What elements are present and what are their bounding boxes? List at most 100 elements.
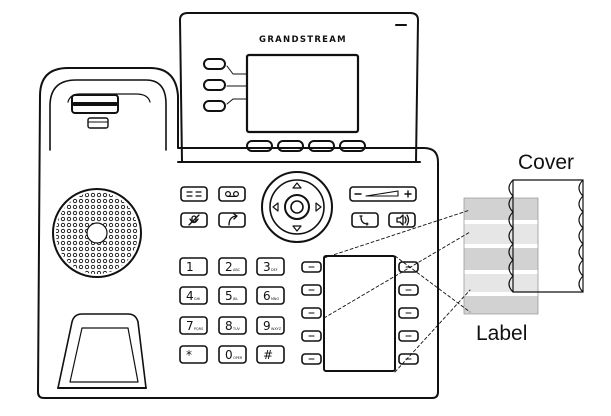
transfer-key[interactable] [218, 212, 246, 228]
mpk-right-5[interactable] [398, 353, 419, 365]
keypad-digit: 7 [186, 319, 194, 333]
keypad-letters: OPER [233, 356, 243, 360]
callout-lines [323, 209, 471, 373]
speaker-key[interactable] [388, 212, 416, 228]
transfer-icon [228, 213, 238, 226]
volume-ramp [365, 190, 399, 197]
keypad-key-frame[interactable] [256, 257, 285, 276]
mpk-right-1[interactable] [398, 261, 419, 273]
phone-body [37, 67, 439, 399]
line-key-2[interactable] [203, 79, 226, 91]
keypad-letters: ABC [233, 268, 241, 272]
keypad-digit: 5 [225, 289, 233, 303]
keypad-digit: 0 [225, 348, 233, 362]
keypad-digit: # [263, 348, 273, 362]
keypad-letters: GHI [194, 297, 200, 301]
speaker-grill [52, 188, 142, 278]
headset-key[interactable] [351, 212, 379, 228]
keypad-letters: PQRS [194, 327, 203, 331]
keypad-key[interactable]: * [179, 345, 208, 364]
keypad-key-frame[interactable] [256, 316, 285, 335]
keypad-letters: WXYZ [271, 327, 282, 331]
function-keys [180, 186, 417, 228]
keypad-key-frame[interactable] [256, 286, 285, 305]
soft-key-1[interactable] [246, 140, 273, 152]
mpk-left-1[interactable] [301, 261, 322, 273]
line-key-3[interactable] [203, 100, 226, 112]
phonebook-icon [186, 191, 202, 197]
line-key-1[interactable] [203, 58, 226, 70]
label-strip [464, 198, 538, 314]
keypad-digit: 9 [263, 319, 271, 333]
blf-keys [301, 261, 419, 365]
mpk-left-4[interactable] [301, 330, 322, 342]
arrow-up-icon[interactable] [292, 182, 302, 189]
navigation-pad [261, 171, 333, 243]
mpk-right-2[interactable] [398, 284, 419, 296]
keypad-digit: 1 [186, 260, 194, 274]
mute-icon [188, 214, 200, 226]
keypad-key-frame[interactable] [256, 345, 285, 364]
phonebook-key[interactable] [180, 186, 208, 202]
keypad-digit: 4 [186, 289, 194, 303]
keypad-key-frame[interactable] [218, 257, 247, 276]
brand-logo: GRANDSTREAM [259, 35, 347, 45]
arrow-left-icon[interactable] [272, 202, 279, 212]
keypad-letters: DEF [271, 268, 278, 272]
keypad-key-frame[interactable] [179, 257, 208, 276]
mpk-left-2[interactable] [301, 284, 322, 296]
volume-key[interactable] [349, 186, 417, 202]
voicemail-key[interactable] [218, 186, 246, 202]
ok-key[interactable] [284, 194, 310, 220]
keypad-key-frame[interactable] [179, 316, 208, 335]
keypad-key-frame[interactable] [218, 316, 247, 335]
speaker-icon [396, 214, 410, 226]
soft-key-4[interactable] [339, 140, 366, 152]
mpk-left-5[interactable] [301, 353, 322, 365]
keypad-digit: 6 [263, 289, 271, 303]
cover-label: Cover [518, 151, 575, 174]
arrow-down-icon[interactable] [292, 225, 302, 232]
voicemail-icon [225, 191, 240, 198]
label-cover [508, 179, 584, 293]
soft-key-3[interactable] [308, 140, 335, 152]
label-area [323, 255, 396, 372]
keypad-key-frame[interactable] [218, 286, 247, 305]
keypad-key-frame[interactable] [218, 345, 247, 364]
keypad-letters: TUV [232, 327, 241, 331]
keypad-key-frame[interactable] [179, 345, 208, 364]
plus-icon [404, 190, 412, 198]
soft-key-2[interactable] [277, 140, 304, 152]
mpk-left-3[interactable] [301, 307, 322, 319]
keypad-digit: 3 [263, 260, 271, 274]
handset-cradle [49, 79, 167, 151]
headset-icon [359, 215, 369, 226]
mpk-right-4[interactable] [398, 330, 419, 342]
keypad-key[interactable]: 1 [179, 257, 208, 276]
mpk-right-3[interactable] [398, 307, 419, 319]
keypad-digit: 2 [225, 260, 233, 274]
keypad-letters: MNO [271, 297, 279, 301]
keypad-letters: JKL [232, 297, 238, 301]
keypad-key-frame[interactable] [179, 286, 208, 305]
arrow-right-icon[interactable] [315, 202, 322, 212]
mute-key[interactable] [180, 212, 208, 228]
keypad-key[interactable]: # [256, 345, 285, 364]
handset-rest [57, 313, 147, 389]
lcd-screen [245, 53, 360, 134]
keypad-digit: * [186, 348, 192, 362]
keypad-digit: 8 [225, 319, 233, 333]
display-unit [177, 12, 421, 163]
label-label: Label [476, 322, 528, 345]
